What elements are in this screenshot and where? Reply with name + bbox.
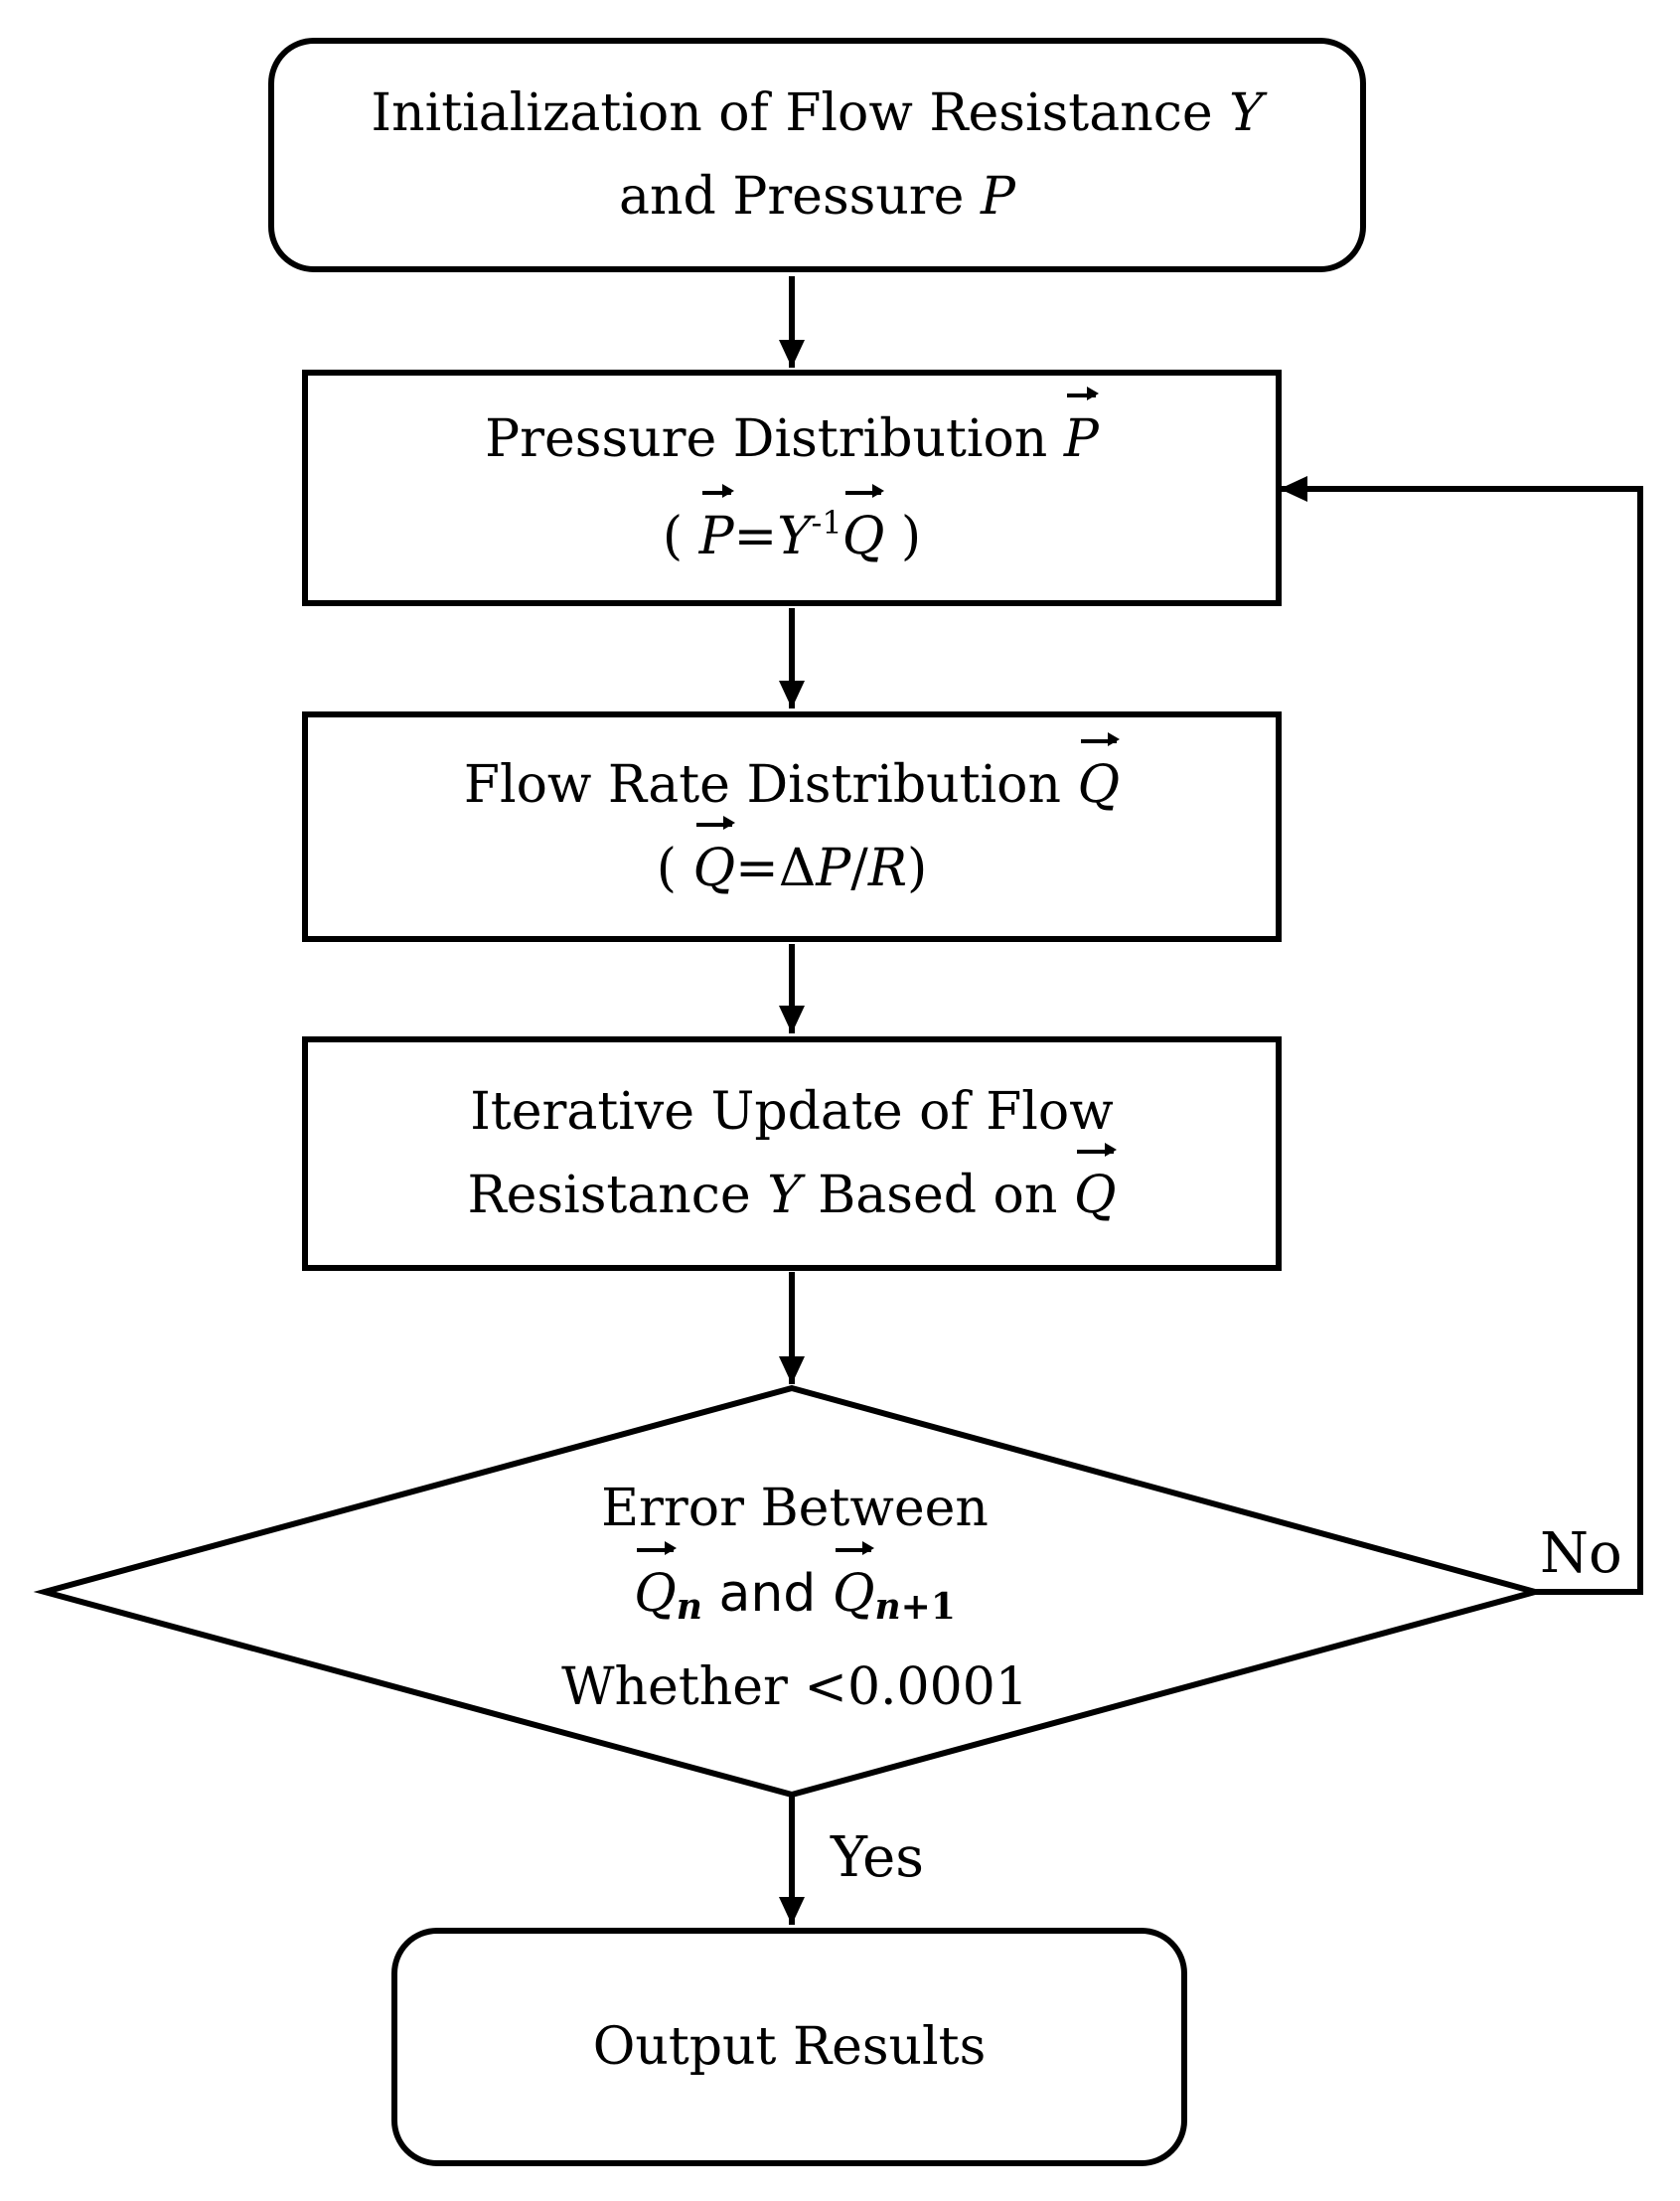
init-line-2: and Pressure P	[619, 155, 1015, 238]
flow-node: Flow Rate Distribution Q ( Q=ΔP/R)	[302, 711, 1282, 942]
superscript-minus-one: -1	[811, 504, 842, 542]
subscript-n: n	[676, 1586, 702, 1628]
symbol-y: Y	[777, 507, 812, 566]
update-node: Iterative Update of Flow Resistance Y Ba…	[302, 1036, 1282, 1271]
subscript-n: n	[874, 1586, 901, 1628]
pressure-node: Pressure Distribution P ( P=Y-1Q )	[302, 370, 1282, 606]
decision-text-1: Error Between	[601, 1479, 989, 1538]
update-line-1: Iterative Update of Flow	[470, 1070, 1114, 1154]
output-line: Output Results	[593, 2005, 987, 2089]
pressure-line-1: Pressure Distribution P	[485, 387, 1099, 481]
update-line-2: Resistance Y Based on Q	[467, 1143, 1117, 1237]
vector-q-n: Q	[634, 1541, 677, 1636]
symbol-p: P	[816, 839, 851, 898]
yes-label: Yes	[831, 1825, 924, 1890]
no-label: No	[1540, 1521, 1622, 1586]
decision-diamond	[33, 1384, 1547, 1799]
symbol-p: P	[980, 167, 1015, 227]
flow-line-2: ( Q=ΔP/R)	[656, 816, 928, 910]
equals-sign: =	[733, 507, 778, 566]
vector-q: Q	[842, 484, 884, 578]
decision-text-3: Whether <0.0001	[561, 1657, 1028, 1717]
paren-open: (	[656, 839, 677, 898]
flow-line-1: Flow Rate Distribution Q	[463, 732, 1120, 827]
decision-line-3: Whether <0.0001	[437, 1646, 1152, 1729]
vector-p: P	[699, 484, 734, 578]
slash: /	[850, 839, 868, 898]
symbol-r: R	[867, 839, 907, 898]
vector-q-n-plus-1: Q	[833, 1541, 874, 1636]
update-text-2b: Based on	[818, 1166, 1058, 1225]
arrow-no-loop	[1280, 476, 1643, 1595]
decision-line-2: Qn and Qn+1	[437, 1541, 1152, 1649]
output-text: Output Results	[592, 2017, 987, 2077]
equals-delta: =Δ	[735, 839, 817, 898]
pressure-line-2: ( P=Y-1Q )	[663, 481, 921, 578]
output-node: Output Results	[391, 1928, 1187, 2166]
vector-q: Q	[1074, 1143, 1117, 1237]
vector-q: Q	[1078, 732, 1120, 827]
subscript-plus-one: +1	[900, 1586, 956, 1628]
flow-text: Flow Rate Distribution	[463, 755, 1061, 815]
vector-p: P	[1064, 387, 1099, 481]
symbol-y: Y	[1229, 83, 1264, 143]
paren-close: )	[906, 839, 928, 898]
symbol-y: Y	[767, 1166, 802, 1225]
init-node: Initialization of Flow Resistance Y and …	[268, 38, 1366, 272]
decision-line-1: Error Between	[437, 1467, 1152, 1550]
init-line-1: Initialization of Flow Resistance Y	[372, 72, 1264, 155]
update-text-1: Iterative Update of Flow	[470, 1082, 1114, 1142]
vector-q: Q	[693, 816, 735, 910]
pressure-text: Pressure Distribution	[485, 409, 1048, 469]
paren-open: (	[662, 507, 684, 566]
init-text-1: Initialization of Flow Resistance	[371, 83, 1213, 143]
decision-and: and	[718, 1564, 817, 1624]
update-text-2a: Resistance	[467, 1166, 751, 1225]
paren-close: )	[900, 507, 922, 566]
init-text-2: and Pressure	[619, 167, 965, 227]
